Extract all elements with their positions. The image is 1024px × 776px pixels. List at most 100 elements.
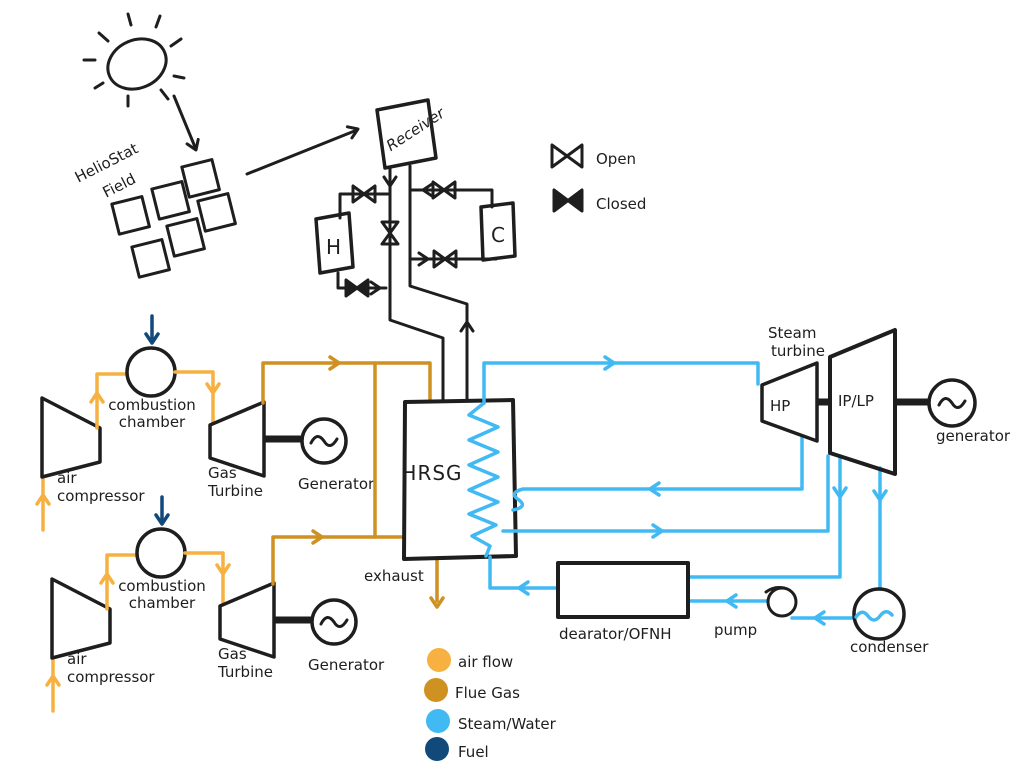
steam-turbine-label-line2: turbine <box>771 342 825 360</box>
hp-turbine <box>760 361 819 443</box>
heliostat-square <box>130 238 171 279</box>
sunlight-arrow <box>172 94 197 149</box>
extraction-steam-line <box>686 454 842 579</box>
main-steam-arrowhead <box>603 355 616 371</box>
hot-salt-downcomer-pipe <box>388 166 445 402</box>
flue-gas-label: Flue Gas <box>455 684 520 702</box>
lp-exhaust-arrowhead <box>872 489 888 502</box>
cold-tank-label: C <box>491 223 506 247</box>
extraction-arrowhead <box>832 486 848 499</box>
cold-outlet-arrowhead <box>417 251 430 267</box>
gas-turbine <box>218 581 276 659</box>
thermal-storage-section: H C <box>314 164 517 402</box>
field-to-receiver-arrow <box>245 128 359 176</box>
cold-salt-riser-pipe <box>408 164 469 402</box>
sun-icon <box>106 37 168 91</box>
gas-train-2: air compressor combustion chamber Gas Tu… <box>45 495 385 713</box>
dearator-label: dearator/OFNH <box>559 625 672 643</box>
compressor-label-line1: air <box>57 469 77 487</box>
hrsg-coil-icon <box>467 401 500 558</box>
air-flow-swatch <box>427 648 451 672</box>
field-to-receiver-arrowhead <box>345 125 360 140</box>
hot-outlet-arrowhead <box>369 280 382 296</box>
iplp-turbine <box>828 328 897 476</box>
main-steam-line <box>482 361 760 405</box>
hrsg-label: HRSG <box>401 461 462 485</box>
iplp-turbine-label: IP/LP <box>838 392 874 410</box>
compressor-label-line2: compressor <box>57 487 145 505</box>
steam-generator-label: generator <box>936 427 1011 445</box>
condenser-label: condenser <box>850 638 929 656</box>
steam-water-label: Steam/Water <box>458 715 557 733</box>
valve-open-icon <box>550 143 584 169</box>
combustion-chamber <box>135 527 187 579</box>
pump-discharge-arrowhead <box>725 593 738 609</box>
hrsg-section: HRSG <box>401 398 518 561</box>
generator-label: Generator <box>298 475 375 493</box>
generator-label: Generator <box>308 656 385 674</box>
hot-tank-inlet-line <box>338 192 390 220</box>
cold-tank-box <box>479 201 517 262</box>
cold-reheat-line <box>511 435 804 512</box>
hrsg-box <box>402 398 518 561</box>
riser-flow-arrowhead <box>459 320 475 333</box>
chamber-to-turbine-line <box>183 551 225 606</box>
sunlight-arrowhead <box>185 137 200 152</box>
generator-tilde-icon <box>937 397 967 409</box>
exhaust-arrowhead <box>429 596 445 609</box>
gas-turbine-label-line2: Turbine <box>207 482 263 500</box>
cold-tank-inlet-line <box>408 188 494 209</box>
heliostat-square <box>165 217 206 258</box>
valve-open-icon <box>432 249 458 269</box>
steam-water-swatch <box>426 709 450 733</box>
generator-icon <box>927 378 977 428</box>
exhaust-label: exhaust <box>364 567 424 585</box>
compressor-to-chamber-line <box>95 372 129 430</box>
receiver-box <box>375 98 438 170</box>
condensate-arrowhead <box>813 610 826 626</box>
air-compressor <box>40 396 102 479</box>
air-compressor <box>50 577 112 660</box>
fuel-arrowhead <box>154 513 170 526</box>
hot-tank-label: H <box>326 235 342 259</box>
hot-reheat-line <box>501 454 830 533</box>
dearator-box <box>556 561 690 619</box>
pump-icon <box>766 586 798 618</box>
chamber-to-turbine-line <box>173 370 215 425</box>
feedwater-line <box>488 555 560 590</box>
condenser-water-icon <box>854 610 894 622</box>
valve-legend: Open Closed <box>550 143 646 213</box>
compressed-air-arrowhead <box>89 391 105 404</box>
generator-icon <box>300 417 348 465</box>
heliostat-square <box>150 180 191 221</box>
gas-turbine-label-line2: Turbine <box>217 663 273 681</box>
heliostat-square <box>196 192 237 233</box>
sun-rays-icon <box>82 12 186 108</box>
valve-open-icon <box>380 220 400 246</box>
downcomer-flow-arrowhead <box>382 175 398 188</box>
hot-gas-arrowhead <box>205 382 221 395</box>
compressor-to-chamber-line <box>105 553 139 611</box>
gas-turbine-label-line1: Gas <box>208 464 237 482</box>
condenser-icon <box>852 587 906 641</box>
receiver-label: Receiver <box>383 104 448 155</box>
balance-of-plant-section: dearator/OFNH pump condenser <box>556 561 929 656</box>
cold-reheat-arrowhead <box>648 481 661 497</box>
fuel-label: Fuel <box>458 743 489 761</box>
valve-open-label: Open <box>596 150 636 168</box>
air-inlet-arrowhead <box>35 493 51 506</box>
generator-tilde-icon <box>309 435 339 447</box>
heliostat-mirrors <box>110 158 237 279</box>
generator-icon <box>310 598 358 646</box>
valve-open-icon <box>351 184 377 204</box>
steam-water-lines <box>482 355 888 626</box>
gas-turbine-label-line1: Gas <box>218 645 247 663</box>
steam-turbine-section: Steam turbine HP IP/LP generator <box>760 324 1011 476</box>
chamber-label-line2: chamber <box>129 594 196 612</box>
combustion-chamber <box>125 346 177 398</box>
flue-gas-lines: exhaust <box>261 355 445 609</box>
heliostat-field-label: HelioStat Field <box>72 139 141 201</box>
hp-turbine-label: HP <box>770 397 790 415</box>
gas-turbine <box>208 400 266 478</box>
